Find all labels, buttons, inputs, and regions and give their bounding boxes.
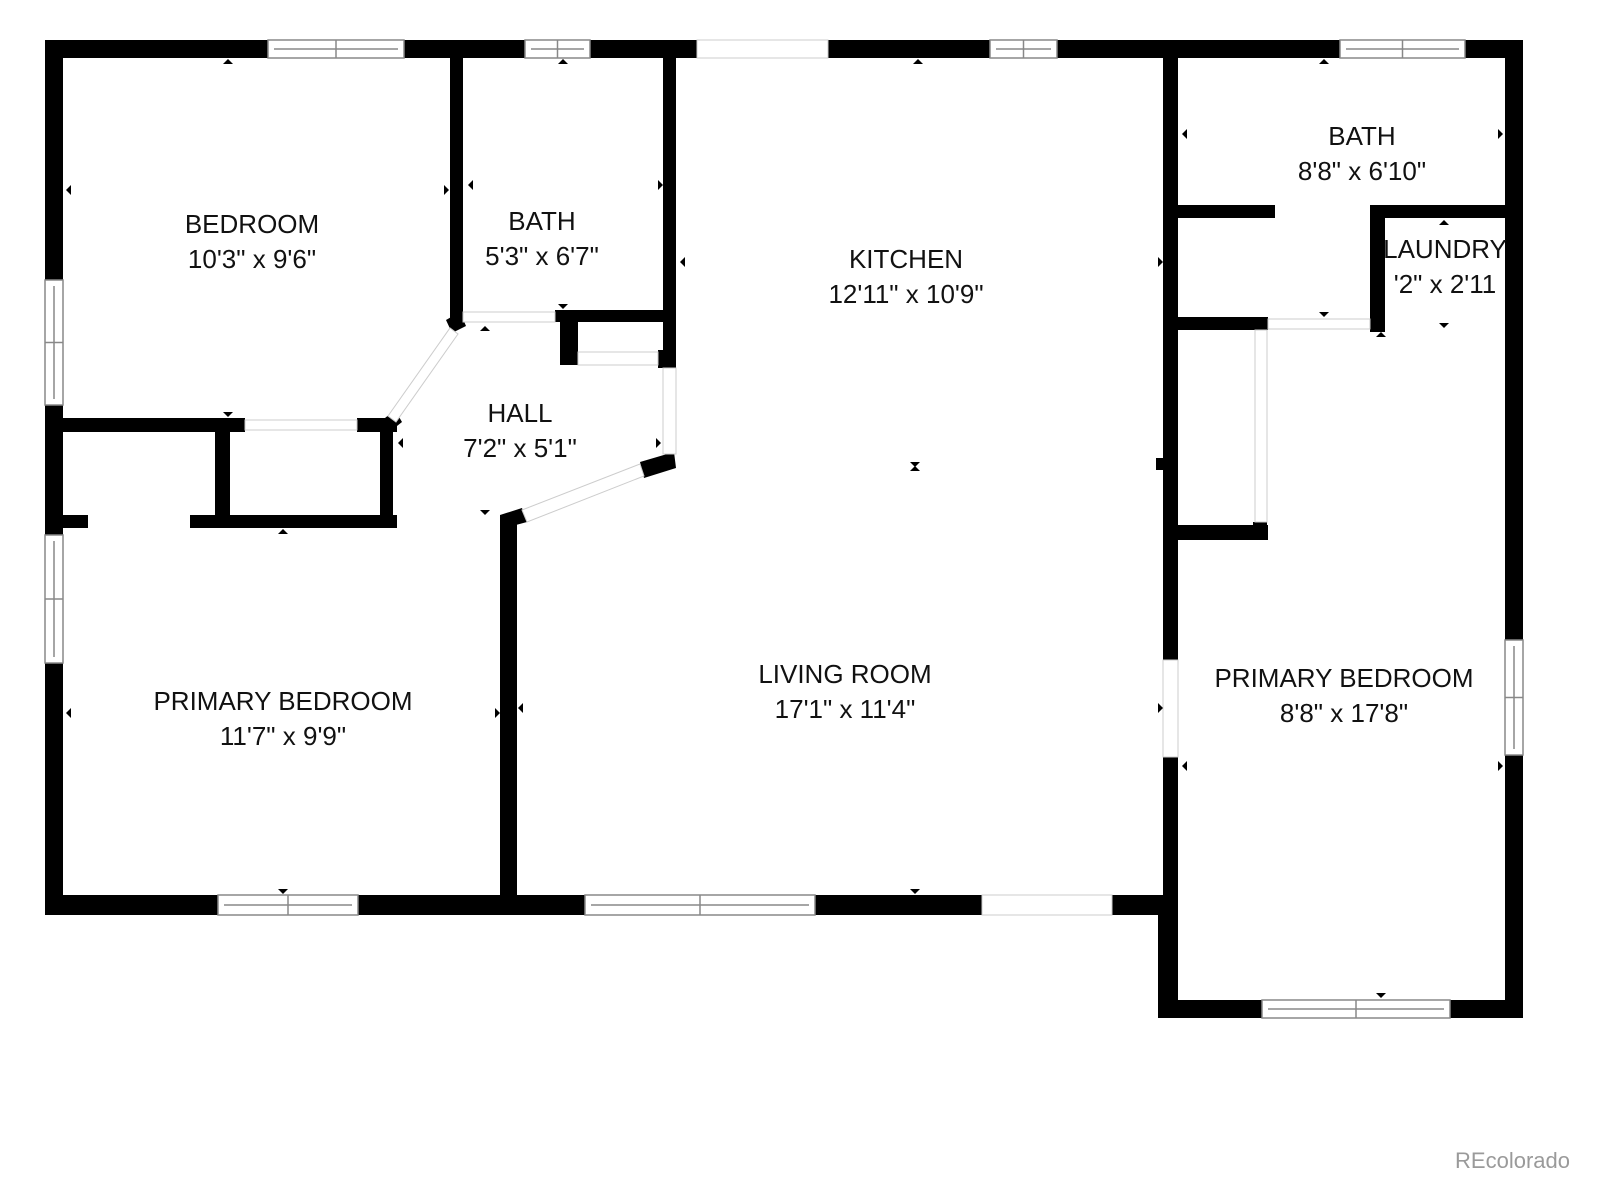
dimension-marker [480, 326, 490, 331]
dimension-marker [913, 59, 923, 64]
dimension-marker [558, 304, 568, 309]
room-dims: 5'3" x 6'7" [485, 241, 599, 271]
windows [44, 39, 1524, 1019]
dimension-markers [66, 59, 1503, 998]
room-dims: 8'8" x 6'10" [1298, 156, 1426, 186]
dimension-marker [680, 257, 685, 267]
dimension-marker [910, 889, 920, 894]
dimension-marker [1158, 257, 1163, 267]
room-name: HALL [487, 398, 552, 428]
dimension-marker [1182, 129, 1187, 139]
dimension-marker [444, 185, 449, 195]
dimension-marker [1498, 761, 1503, 771]
room-name: LAUNDRY [1383, 234, 1507, 264]
room-name: BATH [508, 206, 575, 236]
dimension-marker [1498, 129, 1503, 139]
room-name: PRIMARY BEDROOM [1214, 663, 1473, 693]
room-dims: 8'8" x 17'8" [1280, 698, 1408, 728]
dimension-marker [910, 462, 920, 467]
dimension-marker [658, 180, 663, 190]
dimension-marker [1158, 703, 1163, 713]
dimension-marker [223, 412, 233, 417]
dimension-marker [518, 703, 523, 713]
dimension-marker [910, 466, 920, 471]
dimension-marker [278, 529, 288, 534]
dimension-marker [656, 438, 661, 448]
room-labels: BEDROOM 10'3" x 9'6" BATH 5'3" x 6'7" KI… [153, 121, 1506, 751]
dimension-marker [480, 510, 490, 515]
room-name: KITCHEN [849, 244, 963, 274]
watermark-logo: REcolorado [1455, 1148, 1570, 1173]
walls [45, 40, 1523, 1018]
dimension-marker [223, 59, 233, 64]
dimension-marker [1439, 323, 1449, 328]
room-dims: '2" x 2'11 [1394, 269, 1497, 299]
dimension-marker [66, 708, 71, 718]
dimension-marker [495, 708, 500, 718]
dimension-marker [558, 59, 568, 64]
dimension-marker [398, 438, 403, 448]
dimension-marker [278, 889, 288, 894]
room-name: PRIMARY BEDROOM [153, 686, 412, 716]
dimension-marker [1319, 59, 1329, 64]
dimension-marker [1182, 761, 1187, 771]
door-openings [244, 39, 1371, 916]
room-dims: 11'7" x 9'9" [220, 721, 346, 751]
room-name: BATH [1328, 121, 1395, 151]
room-dims: 10'3" x 9'6" [188, 244, 316, 274]
dimension-marker [66, 185, 71, 195]
room-name: LIVING ROOM [758, 659, 931, 689]
room-dims: 7'2" x 5'1" [463, 433, 577, 463]
dimension-marker [1376, 332, 1386, 337]
dimension-marker [1319, 312, 1329, 317]
room-dims: 17'1" x 11'4" [775, 694, 916, 724]
dimension-marker [468, 180, 473, 190]
dimension-marker [1439, 220, 1449, 225]
room-dims: 12'11" x 10'9" [828, 279, 983, 309]
dimension-marker [1376, 993, 1386, 998]
room-name: BEDROOM [185, 209, 319, 239]
